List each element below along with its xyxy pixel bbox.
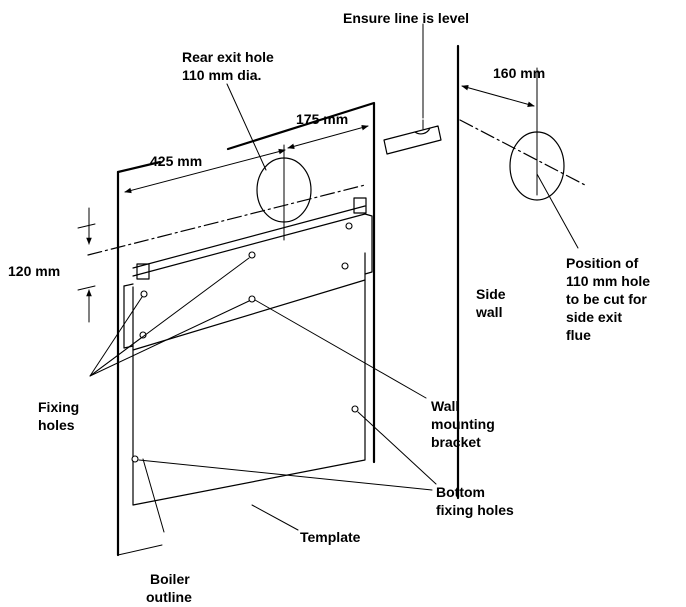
dimension-175: 175 mm	[287, 111, 369, 150]
ensure-level-label: Ensure line is level	[343, 10, 469, 26]
boiler-outline-label-line1: Boiler	[150, 571, 190, 587]
boiler-outline-label-line2: outline	[146, 589, 192, 605]
side-wall-label-line1: Side	[476, 286, 506, 302]
rear-exit-hole	[256, 144, 312, 241]
side-wall-label-line2: wall	[475, 304, 502, 320]
rear-exit-label-line2: 110 mm dia.	[182, 67, 261, 83]
wall-mounting-bracket	[123, 197, 373, 349]
rear-exit-label-line1: Rear exit hole	[182, 49, 274, 65]
bottom-fixing-label-line2: fixing holes	[436, 502, 514, 518]
fixing-holes-label-line1: Fixing	[38, 399, 79, 415]
dimension-160: 160 mm	[461, 65, 545, 108]
labels: Ensure line is level Rear exit hole 110 …	[38, 10, 650, 605]
bracket-label-line2: mounting	[431, 416, 495, 432]
dim-425-label: 425 mm	[150, 153, 202, 169]
leader-lines	[89, 23, 579, 533]
boiler-outline	[116, 101, 376, 557]
side-exit-hole	[509, 67, 565, 201]
fixing-holes-label-line2: holes	[38, 417, 75, 433]
bracket-label-line1: Wall	[431, 398, 459, 414]
dim-175-label: 175 mm	[296, 111, 348, 127]
dimension-425: 425 mm	[124, 148, 286, 194]
position-label-line5: flue	[566, 327, 591, 343]
position-label-line3: to be cut for	[566, 291, 647, 307]
spirit-level	[383, 119, 442, 155]
template-sheet	[132, 252, 366, 506]
bracket-label-line3: bracket	[431, 434, 481, 450]
position-label-line2: 110 mm hole	[566, 273, 650, 289]
centre-line	[87, 119, 586, 256]
template-label: Template	[300, 529, 361, 545]
dimension-120: 120 mm	[8, 207, 96, 323]
bottom-fixing-label-line1: Bottom	[436, 484, 485, 500]
position-label-line4: side exit	[566, 309, 622, 325]
position-label-line1: Position of	[566, 255, 639, 271]
dim-160-label: 160 mm	[493, 65, 545, 81]
dim-120-label: 120 mm	[8, 263, 60, 279]
fixing-holes	[131, 222, 359, 463]
